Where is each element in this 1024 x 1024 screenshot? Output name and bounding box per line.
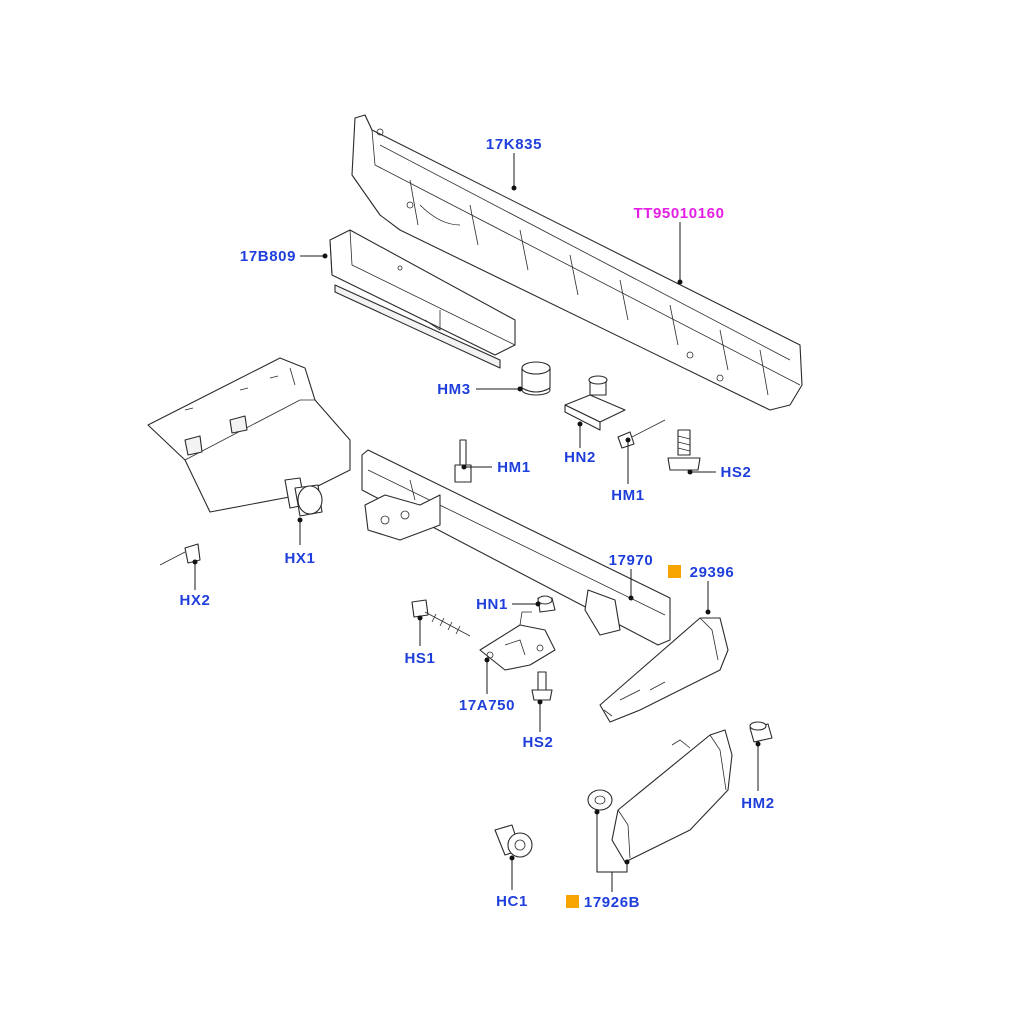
- callout-tt95010160[interactable]: TT95010160: [633, 205, 724, 222]
- callout-hs2-upper[interactable]: HS2: [721, 464, 752, 481]
- callout-hx2[interactable]: HX2: [180, 592, 211, 609]
- callout-hm3[interactable]: HM3: [437, 381, 470, 398]
- bushing-hm3-part: [521, 361, 551, 396]
- callout-29396[interactable]: 29396: [690, 564, 735, 581]
- clip-hc1-part: [494, 824, 533, 858]
- callout-hs2-lower[interactable]: HS2: [523, 734, 554, 751]
- rivet-hx2-part: [159, 543, 201, 566]
- support-bracket-part: [479, 611, 556, 671]
- bolt-hx1-part: [284, 477, 323, 517]
- left-end-cap-part: [147, 357, 351, 513]
- marker-17926b-icon: [566, 895, 579, 908]
- callout-hn2[interactable]: HN2: [564, 449, 596, 466]
- callout-hm1-center[interactable]: HM1: [497, 459, 530, 476]
- screw-hs2-upper-part: [667, 429, 701, 471]
- mounting-bracket-part: [329, 229, 516, 369]
- callout-17b809[interactable]: 17B809: [240, 248, 296, 265]
- leader-lines: [192, 153, 761, 892]
- callout-hn1[interactable]: HN1: [476, 596, 508, 613]
- bushing-hm2-part: [749, 721, 773, 743]
- right-end-cap-part: [611, 729, 733, 863]
- bolt-hs1-part: [411, 599, 471, 637]
- washer-17926b-part: [587, 789, 613, 811]
- screw-hs2-lower-part: [531, 671, 553, 701]
- lower-beam-part: [361, 449, 671, 646]
- callout-17926b[interactable]: 17926B: [584, 894, 640, 911]
- rivet-hm1-center-part: [454, 439, 472, 483]
- callout-hs1[interactable]: HS1: [405, 650, 436, 667]
- callout-17970[interactable]: 17970: [609, 552, 654, 569]
- callout-hm2[interactable]: HM2: [741, 795, 774, 812]
- marker-29396-icon: [668, 565, 681, 578]
- reinforcement-beam-part: [351, 114, 803, 411]
- callout-17k835[interactable]: 17K835: [486, 136, 542, 153]
- right-side-cover-part: [599, 617, 729, 723]
- rivet-hm1-right-part: [617, 419, 666, 449]
- clip-nut-hn2-part: [564, 375, 626, 431]
- callout-hm1-right[interactable]: HM1: [611, 487, 644, 504]
- nut-hn1-part: [537, 595, 556, 613]
- callout-hc1[interactable]: HC1: [496, 893, 528, 910]
- callout-17a750[interactable]: 17A750: [459, 697, 515, 714]
- callout-hx1[interactable]: HX1: [285, 550, 316, 567]
